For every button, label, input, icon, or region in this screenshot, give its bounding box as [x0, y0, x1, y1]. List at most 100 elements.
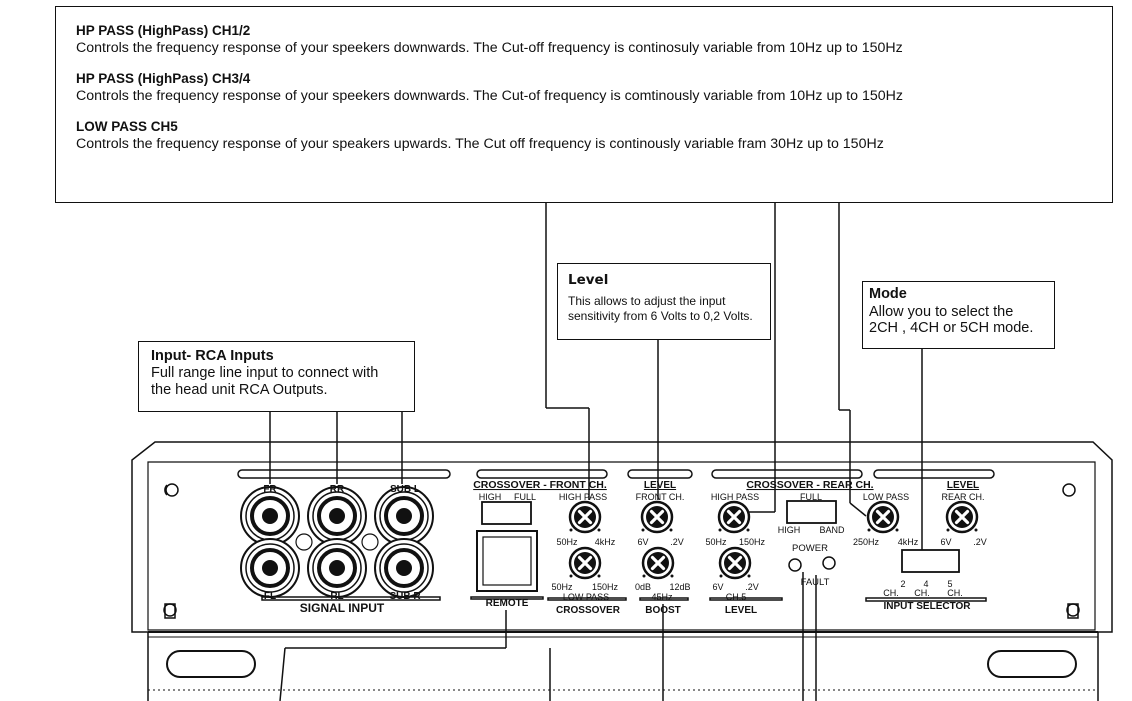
screw-bottom-left [163, 603, 177, 619]
input-line-1: Full range line input to connect with [151, 365, 379, 381]
boost-knob[interactable] [641, 546, 675, 580]
ch5-level-knob[interactable] [718, 546, 752, 580]
mode-title: Mode [869, 286, 907, 302]
input-selector-label: INPUT SELECTOR [883, 601, 971, 612]
crossover-section-label: CROSSOVER [556, 605, 621, 616]
rear-hp-max: 150Hz [739, 537, 766, 547]
rear-switch-full: FULL [800, 492, 822, 502]
rear-level-max: .2V [973, 537, 987, 547]
lp5-title: LOW PASS CH5 [76, 119, 178, 134]
ch5-level-min: 6V [712, 582, 723, 592]
front-high-pass-label: HIGH PASS [559, 492, 607, 502]
front-lp-max: 150Hz [592, 582, 619, 592]
rear-hp-min: 50Hz [705, 537, 727, 547]
power-led [788, 558, 802, 572]
fault-led [822, 556, 836, 570]
rear-low-pass-knob[interactable] [866, 500, 900, 534]
rca-jack-fl[interactable] [240, 538, 300, 598]
front-low-pass-knob[interactable] [568, 546, 602, 580]
input-title: Input- RCA Inputs [151, 348, 274, 364]
level-line-1: This allows to adjust the input [568, 294, 726, 308]
rear-high-pass-knob[interactable] [717, 500, 751, 534]
rca-jack-fr[interactable] [240, 486, 300, 546]
rca-spacer-left [295, 533, 313, 551]
front-level-sub: FRONT CH. [636, 492, 685, 502]
rca-label-rr: RR [330, 484, 345, 495]
chassis-outline [131, 441, 1113, 701]
rear-level-knob[interactable] [945, 500, 979, 534]
front-switch-full: FULL [514, 492, 536, 502]
rear-low-pass-label: LOW PASS [863, 492, 909, 502]
boost-max: 12dB [669, 582, 690, 592]
remote-label: REMOTE [486, 598, 529, 609]
front-switch-high: HIGH [479, 492, 502, 502]
front-level-knob[interactable] [640, 500, 674, 534]
rear-lp-min: 250Hz [853, 537, 880, 547]
fault-label: FAULT [801, 577, 830, 588]
level-title: Level [568, 272, 609, 288]
rca-spacer-right [361, 533, 379, 551]
rca-label-rl: RL [330, 591, 343, 602]
front-hp-min: 50Hz [556, 537, 578, 547]
rca-jack-sub-r[interactable] [374, 538, 434, 598]
rear-high-pass-label: HIGH PASS [711, 492, 759, 502]
boost-section-label: BOOST [645, 605, 681, 616]
ch5-level-section-label: LEVEL [725, 605, 757, 616]
front-low-pass-label: LOW PASS [563, 592, 609, 602]
rca-jack-rr[interactable] [307, 486, 367, 546]
selector-ch-2: CH. [914, 588, 930, 598]
front-crossover-switch [481, 501, 532, 525]
mounting-slot-left [166, 650, 256, 678]
selector-5: 5 [947, 579, 952, 589]
remote-jack [476, 530, 538, 592]
knobs [568, 500, 979, 580]
level-line-2: sensitivity from 6 Volts to 0,2 Volts. [568, 309, 753, 323]
selector-ch-1: CH. [883, 588, 899, 598]
mode-line-1: Allow you to select the [869, 304, 1014, 320]
boost-min: 0dB [635, 582, 651, 592]
selector-ch-3: CH. [947, 588, 963, 598]
rear-lp-max: 4kHz [898, 537, 919, 547]
rear-crossover-heading: CROSSOVER - REAR CH. [746, 479, 873, 491]
input-selector-switch [901, 549, 960, 573]
ch5-label: CH.5 [726, 592, 747, 602]
rear-switch-band: BAND [819, 525, 845, 535]
hp12-text: Controls the frequency response of your … [76, 40, 903, 56]
lp5-text: Controls the frequency response of your … [76, 136, 884, 152]
rca-label-fr: FR [263, 484, 277, 495]
rca-jack-sub-l[interactable] [374, 486, 434, 546]
rear-switch-high: HIGH [778, 525, 801, 535]
rca-jacks [240, 486, 434, 598]
selector-4: 4 [923, 579, 928, 589]
front-lp-min: 50Hz [551, 582, 573, 592]
rear-crossover-switch [786, 500, 837, 524]
rear-level-sub: REAR CH. [941, 492, 984, 502]
front-hp-max: 4kHz [595, 537, 616, 547]
crossover-description-box: HP PASS (HighPass) CH1/2 Controls the fr… [55, 6, 1113, 203]
input-callout: Input- RCA Inputs Full range line input … [138, 341, 415, 412]
mode-line-2: 2CH , 4CH or 5CH mode. [869, 320, 1034, 336]
front-level-min: 6V [637, 537, 648, 547]
screw-bottom-right [1066, 603, 1080, 619]
front-level-heading: LEVEL [644, 480, 676, 491]
hp34-text: Controls the frequency response of your … [76, 88, 903, 104]
power-label: POWER [792, 543, 828, 554]
input-line-2: the head unit RCA Outputs. [151, 382, 328, 398]
rear-level-min: 6V [940, 537, 951, 547]
rca-label-sub-r: SUB R [389, 591, 421, 602]
rca-label-sub-l: SUB L [390, 484, 420, 495]
signal-input-label: SIGNAL INPUT [300, 601, 385, 615]
mode-callout: Mode Allow you to select the 2CH , 4CH o… [862, 281, 1055, 349]
ch5-level-max: .2V [745, 582, 759, 592]
front-crossover-heading: CROSSOVER - FRONT CH. [473, 479, 607, 491]
selector-2: 2 [900, 579, 905, 589]
mounting-slot-right [987, 650, 1077, 678]
rca-jack-rl[interactable] [307, 538, 367, 598]
screw-top-left [164, 483, 179, 497]
front-level-max: .2V [670, 537, 684, 547]
level-callout: Level This allows to adjust the input se… [557, 263, 771, 340]
front-high-pass-knob[interactable] [568, 500, 602, 534]
boost-freq: 45Hz [651, 592, 673, 602]
hp34-title: HP PASS (HighPass) CH3/4 [76, 71, 251, 86]
